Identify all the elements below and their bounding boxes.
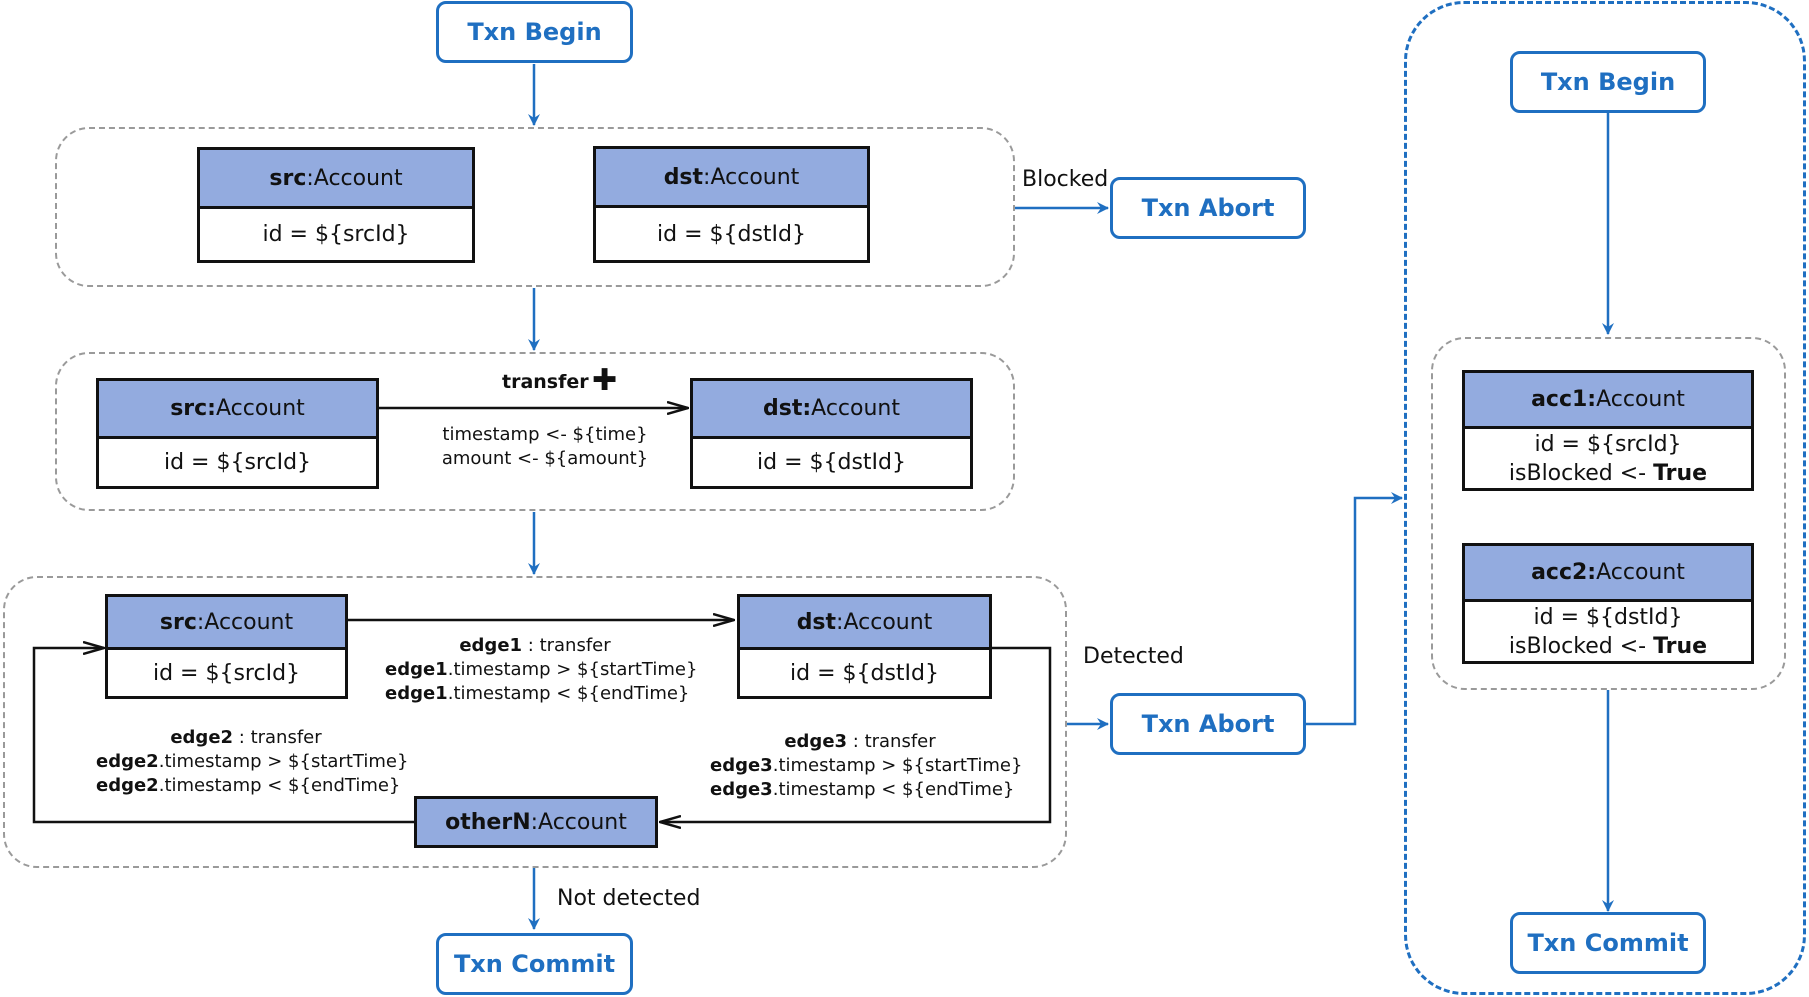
node-type: Account xyxy=(538,809,627,835)
node-blocked-prop: isBlocked <- True xyxy=(1508,633,1708,659)
node-type: Account xyxy=(811,396,900,421)
group1-src-account-node: src: Account id = ${srcId} xyxy=(197,147,475,263)
node-id: id = ${dstId} xyxy=(757,450,906,475)
transfer-edge-label: transfer xyxy=(502,371,589,393)
group3-other-account-node: otherN : Account xyxy=(414,796,658,848)
group2-dst-account-node: dst: Account id = ${dstId} xyxy=(690,378,973,489)
right-txn-commit-node: Txn Commit xyxy=(1510,912,1706,974)
node-id: id = ${srcId} xyxy=(152,660,301,686)
edge1-label: edge1 : transfer edge1.timestamp > ${sta… xyxy=(385,635,698,704)
edge3-label: edge3 : transfer edge3.timestamp > ${sta… xyxy=(710,731,1023,800)
node-name: src xyxy=(159,609,197,635)
txn-begin-node: Txn Begin xyxy=(436,1,633,63)
node-type: Account xyxy=(313,165,403,191)
node-id: id = ${dstId} xyxy=(790,660,939,686)
right-txn-begin-node: Txn Begin xyxy=(1510,51,1706,113)
edge2-arrow xyxy=(32,648,415,824)
node-type: Account xyxy=(204,609,294,635)
node-name: acc2: xyxy=(1531,560,1597,585)
node-name: dst xyxy=(663,164,704,190)
node-type: Account xyxy=(710,164,800,190)
node-blocked-prop: isBlocked <- True xyxy=(1508,460,1708,486)
group3-dst-account-node: dst : Account id = ${dstId} xyxy=(737,594,992,699)
node-id: id = ${srcId} xyxy=(163,450,312,475)
node-id: id = ${srcId} xyxy=(1534,431,1682,457)
node-type: Account xyxy=(1596,387,1685,412)
txn-commit-node: Txn Commit xyxy=(436,933,633,995)
group3-src-account-node: src : Account id = ${srcId} xyxy=(105,594,348,699)
not-detected-label: Not detected xyxy=(557,886,701,911)
right-flow-container xyxy=(1404,1,1806,995)
group-cycle-detect xyxy=(3,576,1067,868)
edge3-arrow xyxy=(660,646,1052,822)
node-name: otherN xyxy=(445,809,531,835)
node-id: id = ${dstId} xyxy=(1533,604,1683,630)
node-name: src: xyxy=(170,396,216,421)
group1-dst-account-node: dst: Account id = ${dstId} xyxy=(593,146,870,263)
plus-icon: ✚ xyxy=(592,363,618,398)
arrow-abort-to-right-flow xyxy=(1306,492,1403,726)
txn-abort-detected-node: Txn Abort xyxy=(1110,693,1306,755)
node-type: Account xyxy=(843,609,933,635)
txn-abort-blocked-node: Txn Abort xyxy=(1110,177,1306,239)
group-mark-blocked xyxy=(1431,337,1786,690)
node-type: Account xyxy=(215,396,305,421)
edge2-label: edge2 : transfer edge2.timestamp > ${sta… xyxy=(96,727,409,796)
transfer-properties: timestamp <- ${time} amount <- ${amount} xyxy=(441,424,649,469)
node-name: acc1: xyxy=(1531,387,1597,412)
node-name: dst: xyxy=(763,396,812,421)
group-insert-transfer xyxy=(55,352,1015,511)
node-name: dst xyxy=(796,609,837,635)
group2-src-account-node: src: Account id = ${srcId} xyxy=(96,378,379,489)
node-id: id = ${dstId} xyxy=(657,221,806,247)
blocked-label: Blocked xyxy=(1022,167,1109,192)
acc2-account-node: acc2: Account id = ${dstId} isBlocked <-… xyxy=(1462,543,1754,664)
acc1-account-node: acc1: Account id = ${srcId} isBlocked <-… xyxy=(1462,370,1754,491)
node-type: Account xyxy=(1596,560,1685,585)
node-id: id = ${srcId} xyxy=(262,222,410,247)
node-name: src xyxy=(269,165,307,191)
detected-label: Detected xyxy=(1083,644,1184,669)
group-lock-check xyxy=(55,127,1015,287)
